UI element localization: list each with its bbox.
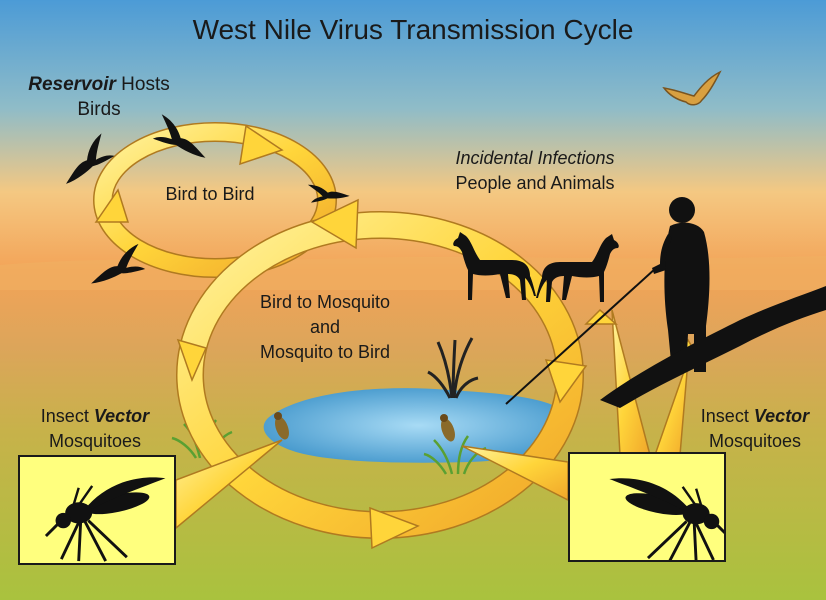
perched-bird-right-icon xyxy=(440,414,455,442)
mosquito-box-right xyxy=(568,452,731,564)
shoreline-silhouette xyxy=(600,286,826,408)
bird-mosquito-cycle xyxy=(176,198,588,550)
arrow-head-top xyxy=(310,198,359,250)
mosquito-box-left xyxy=(18,455,176,565)
mosquito-icon xyxy=(607,476,731,564)
person-icon xyxy=(505,197,710,405)
bird-to-bird-label: Bird to Bird xyxy=(165,184,255,204)
mosquito-icon xyxy=(44,475,167,563)
page-title: West Nile Virus Transmission Cycle xyxy=(192,14,634,45)
perched-bird-left-icon xyxy=(274,412,289,440)
arrow-head-bottom xyxy=(369,506,420,550)
bird-to-bird-cycle xyxy=(93,122,337,278)
vector-left-label: Insect Vector Mosquitoes xyxy=(40,406,150,451)
grass-right-icon xyxy=(423,435,487,475)
arrow-head-left xyxy=(176,338,208,383)
reservoir-hosts-label: Reservoir Hosts Birds xyxy=(28,74,170,120)
vector-right-label: Insect Vector Mosquitoes xyxy=(700,406,810,451)
pond-icon xyxy=(263,388,574,463)
arrow-head-left xyxy=(94,188,130,223)
hawk-icon xyxy=(662,70,722,106)
bird-mosquito-label: Bird to Mosquito and Mosquito to Bird xyxy=(259,292,391,362)
incidental-infections-label: Incidental Infections People and Animals xyxy=(455,148,615,193)
reeds-icon xyxy=(427,337,479,399)
arrow-head-top xyxy=(239,124,284,166)
arrow-head-right xyxy=(544,359,588,404)
